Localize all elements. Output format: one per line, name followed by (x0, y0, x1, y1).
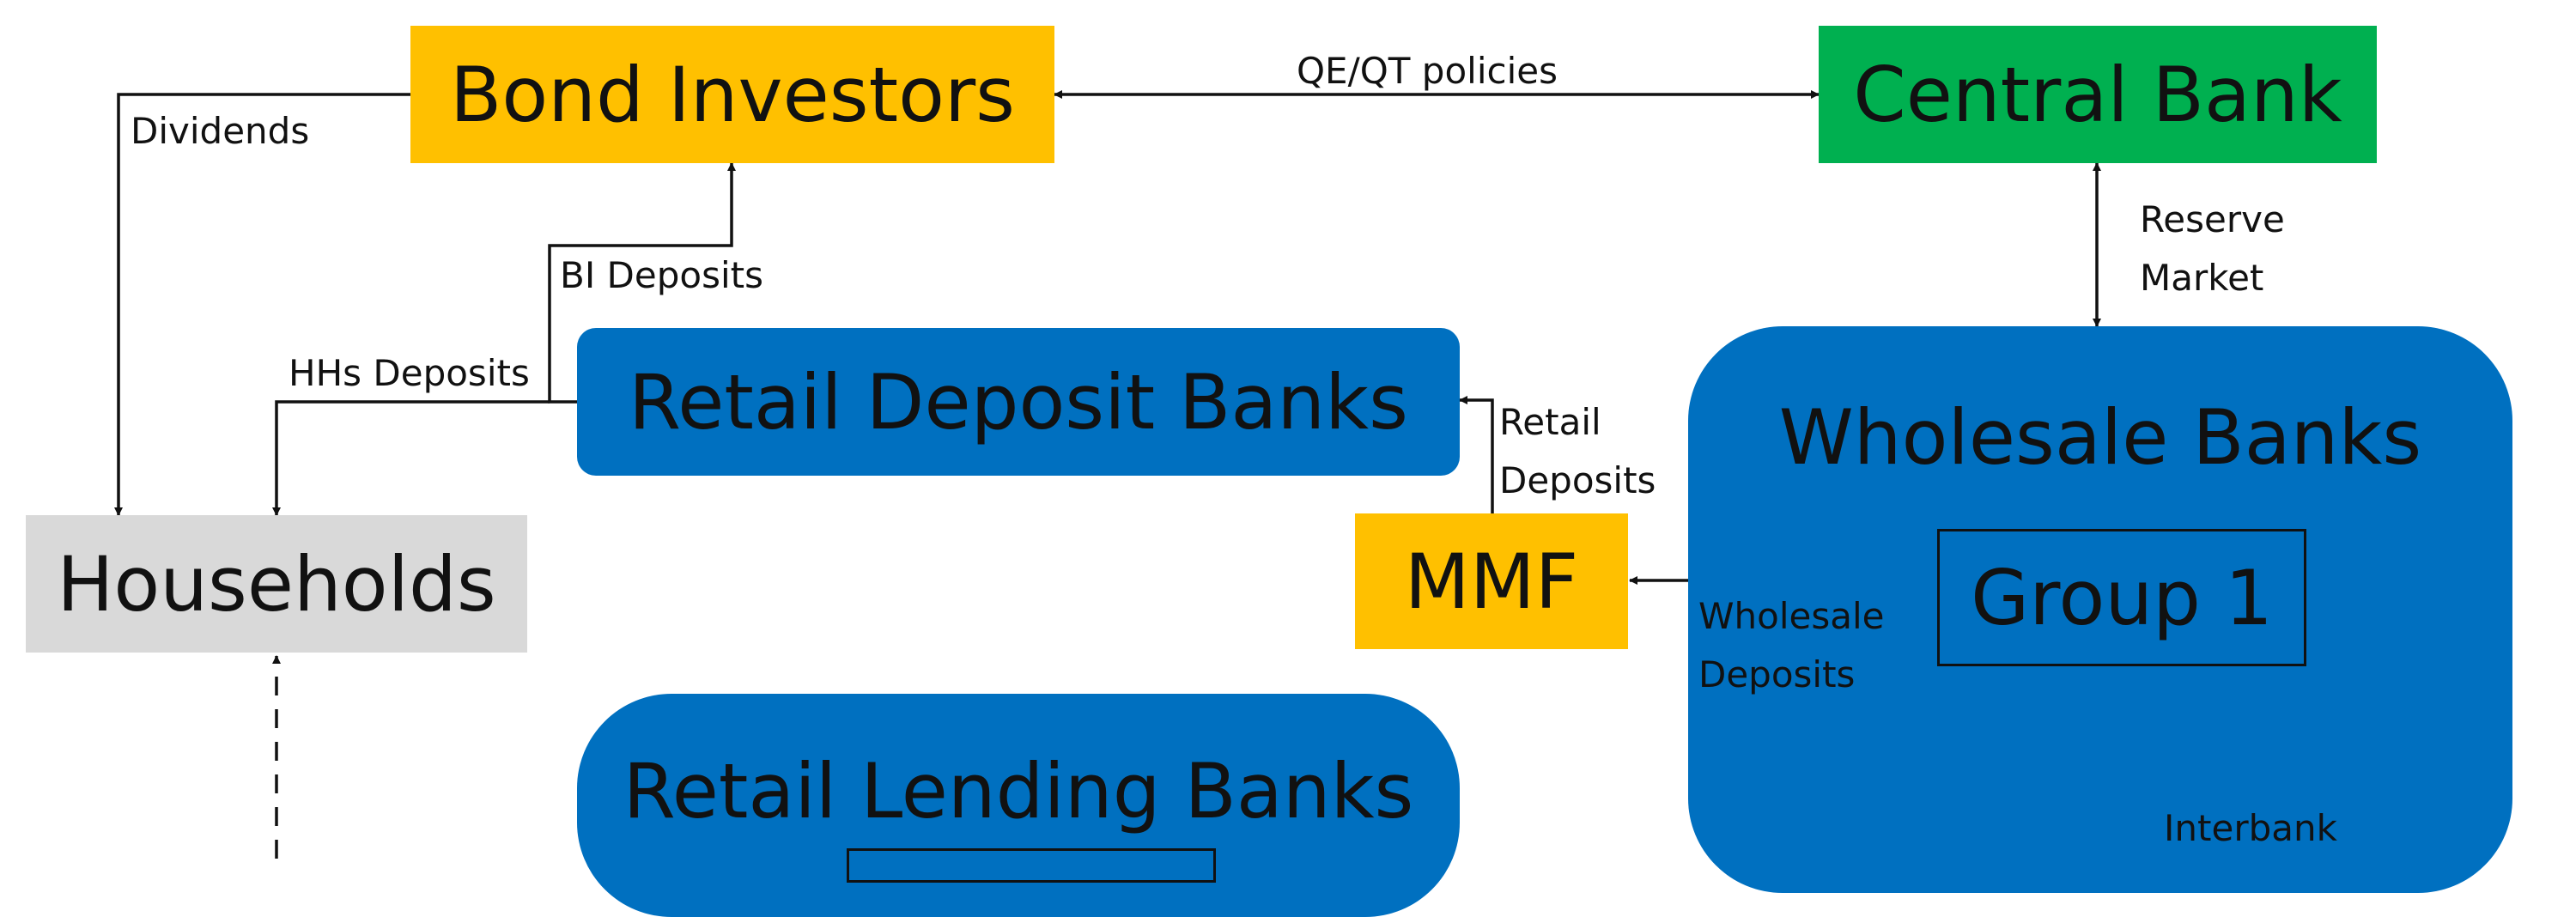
label-wholesale-deposits-line-2: Deposits (1698, 653, 1856, 695)
node-retail-deposit-banks: Retail Deposit Banks (577, 328, 1460, 476)
node-households-label: Households (57, 539, 496, 629)
label-reserve-market-line-2: Market (2140, 257, 2264, 299)
label-wholesale-deposits-line-1: Wholesale (1698, 595, 1885, 637)
label-wholesale-deposits: Wholesale Deposits (1698, 587, 1884, 704)
edge-retail-deposits (1459, 396, 1494, 513)
node-wholesale-banks-label: Wholesale Banks (1778, 393, 2422, 482)
node-central-bank-label: Central Bank (1853, 50, 2342, 139)
node-retail-lending-inner-box (847, 848, 1216, 883)
label-retail-deposits-line-1: Retail (1499, 401, 1601, 443)
node-group-1-label: Group 1 (1971, 553, 2273, 642)
label-retail-deposits: Retail Deposits (1499, 393, 1656, 510)
label-qe-qt: QE/QT policies (1297, 50, 1558, 92)
node-retail-deposit-banks-label: Retail Deposit Banks (629, 357, 1408, 446)
node-retail-lending-banks: Retail Lending Banks (577, 694, 1460, 917)
node-group-1: Group 1 (1937, 529, 2306, 666)
node-central-bank: Central Bank (1819, 26, 2377, 163)
node-mmf-label: MMF (1404, 537, 1579, 626)
edge-bi-deposits (548, 162, 736, 404)
label-dividends: Dividends (131, 110, 310, 152)
label-bi-deposits: BI Deposits (560, 254, 763, 296)
label-interbank: Interbank (2164, 807, 2337, 849)
label-reserve-market-line-1: Reserve (2140, 198, 2285, 240)
node-wholesale-banks: Wholesale Banks (1688, 326, 2512, 893)
node-mmf: MMF (1355, 513, 1628, 649)
label-retail-deposits-line-2: Deposits (1499, 459, 1656, 501)
edge-dividends (114, 93, 410, 516)
label-reserve-market: Reserve Market (2140, 191, 2285, 307)
node-bond-investors-label: Bond Investors (450, 50, 1015, 139)
label-hhs-deposits: HHs Deposits (289, 352, 530, 394)
node-households: Households (26, 515, 527, 653)
node-bond-investors: Bond Investors (410, 26, 1054, 163)
node-retail-lending-banks-label: Retail Lending Banks (623, 747, 1414, 835)
edge-hhs-deposits (272, 400, 550, 516)
